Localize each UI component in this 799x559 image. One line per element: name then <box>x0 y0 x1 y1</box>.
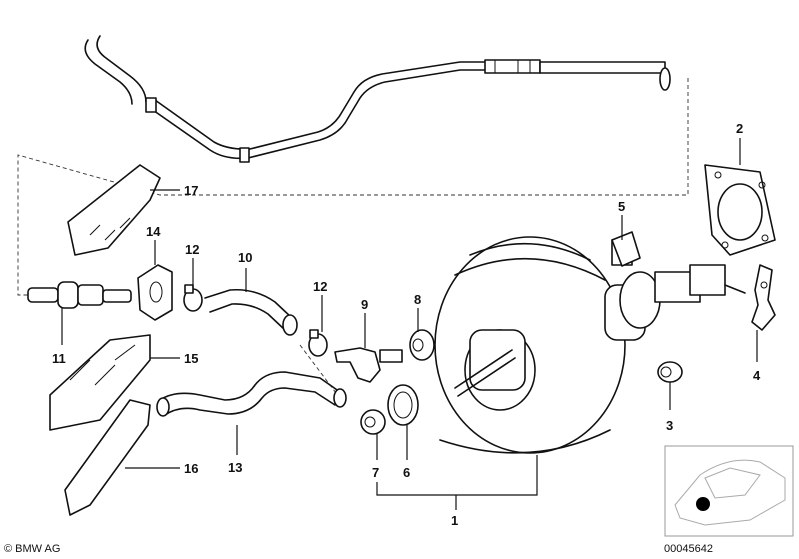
nut-7 <box>360 409 386 435</box>
clip-5 <box>611 231 641 267</box>
brake-booster <box>434 236 746 454</box>
callout-12-lower: 12 <box>313 279 327 294</box>
holder-16 <box>64 399 151 516</box>
callout-10: 10 <box>238 250 252 265</box>
callout-14: 14 <box>146 224 161 239</box>
grommet-3 <box>657 361 683 383</box>
callout-8: 8 <box>414 292 421 307</box>
grommet-8 <box>409 329 435 361</box>
callout-17: 17 <box>184 183 198 198</box>
holder-15 <box>49 334 151 431</box>
callout-labels: 1 2 3 4 5 6 7 8 9 10 11 12 12 13 14 15 1… <box>52 121 761 528</box>
elbow-fitting <box>334 347 403 383</box>
callout-7: 7 <box>372 465 379 480</box>
leader-lines <box>61 138 758 510</box>
hose-10 <box>204 288 298 336</box>
callout-5: 5 <box>618 199 625 214</box>
holder-17 <box>67 164 161 256</box>
callout-6: 6 <box>403 465 410 480</box>
callout-4: 4 <box>753 368 761 383</box>
hose-13 <box>156 371 347 417</box>
o-ring <box>387 384 419 426</box>
vehicle-locator-inset <box>664 445 794 537</box>
hose-clamp-upper <box>183 284 203 312</box>
callout-2: 2 <box>736 121 743 136</box>
callout-13: 13 <box>228 460 242 475</box>
callout-15: 15 <box>184 351 198 366</box>
gasket <box>704 164 776 256</box>
holder-14 <box>137 264 173 321</box>
vacuum-line <box>84 35 671 163</box>
callout-11: 11 <box>52 351 66 366</box>
copyright-text: © BMW AG <box>4 543 60 555</box>
callout-12-upper: 12 <box>185 242 199 257</box>
callout-9: 9 <box>361 297 368 312</box>
document-number: 00045642 <box>664 543 713 555</box>
check-valve <box>27 281 132 309</box>
hose-clamp-lower <box>308 329 328 357</box>
callout-16: 16 <box>184 461 198 476</box>
bracket <box>751 264 776 331</box>
location-marker <box>696 497 710 511</box>
callout-3: 3 <box>666 418 673 433</box>
callout-1: 1 <box>451 513 458 528</box>
dashed-group-frame <box>17 78 689 406</box>
